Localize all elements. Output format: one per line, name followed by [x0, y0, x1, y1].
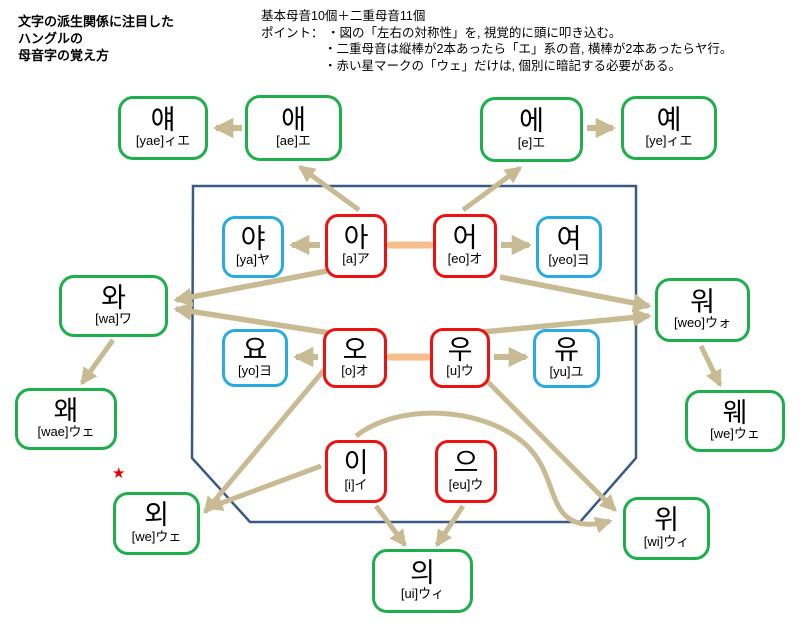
arrow-i-oe — [205, 463, 322, 511]
vowel-node-yeo: 여[yeo]ヨ — [536, 216, 602, 278]
hangul-char: 왜 — [53, 395, 79, 427]
vowel-node-wa: 와[wa]ワ — [59, 275, 168, 337]
pronunciation-label: [yo]ヨ — [238, 363, 272, 379]
pronunciation-label: [we]ウェ — [131, 528, 182, 544]
vowel-node-eo: 어[eo]オ — [433, 214, 497, 278]
hangul-char: 야 — [240, 223, 266, 255]
note-line: ・二重母音は縦棒が2本あったら「エ」系の音, 横棒が2本あったらヤ行。 — [324, 42, 733, 56]
arrow-a-ae — [297, 164, 361, 213]
hangul-char: 웨 — [722, 397, 748, 429]
hangul-char: 예 — [656, 104, 682, 136]
arrow-i-ui — [373, 504, 408, 548]
vowel-node-i: 이[i]イ — [325, 440, 387, 503]
page-title: 文字の派生関係に注目したハングルの母音字の覚え方 — [18, 13, 174, 64]
hangul-char: 의 — [410, 557, 435, 589]
vowel-node-a: 아[a]ア — [325, 214, 387, 278]
note-line: ・赤い星マークの「ウェ」だけは, 個別に暗記する必要がある。 — [324, 58, 681, 73]
vowel-node-oe: 외[we]ウェ — [113, 492, 200, 555]
hangul-char: 우 — [447, 334, 473, 366]
pronunciation-label: [eo]オ — [447, 251, 483, 267]
hangul-char: 아 — [343, 222, 369, 254]
hangul-char: 위 — [654, 505, 679, 537]
title-line: 文字の派生関係に注目した — [18, 14, 175, 29]
vowel-node-wi: 위[wi]ウィ — [623, 497, 710, 560]
hangul-char: 어 — [452, 222, 478, 254]
pronunciation-label: [a]ア — [342, 251, 370, 267]
vowel-node-yae: 얘[yae]ィエ — [118, 96, 208, 160]
pronunciation-label: [eu]ウ — [448, 476, 484, 492]
pronunciation-label: [i]イ — [344, 476, 368, 492]
arrow-wa-wae — [79, 338, 116, 386]
title-line: 母音字の覚え方 — [18, 48, 110, 63]
arrow-eo-e — [461, 165, 523, 213]
pronunciation-label: [u]ウ — [446, 363, 474, 379]
vowel-node-ye: 예[ye]ィエ — [621, 96, 717, 160]
pronunciation-label: [ya]ヤ — [236, 252, 270, 268]
note-line: ポイント： ・図の「左右の対称性」を, 視覚的に頭に叩き込む。 — [261, 25, 622, 40]
hangul-char: 와 — [101, 282, 126, 314]
vowel-node-ui: 의[ui]ウィ — [372, 549, 473, 613]
pronunciation-label: [we]ウェ — [710, 426, 760, 442]
pronunciation-label: [wa]ワ — [95, 311, 132, 327]
hangul-char: 외 — [144, 500, 169, 532]
vowel-node-weo: 워[weo]ウォ — [655, 278, 750, 342]
note-line: 基本母音10個＋二重母音11個 — [261, 9, 426, 23]
hangul-char: 오 — [342, 334, 368, 366]
pronunciation-label: [yae]ィエ — [135, 133, 191, 149]
pronunciation-label: [weo]ウォ — [673, 315, 732, 331]
arrow-o-oe — [203, 368, 326, 514]
arrow-weo-we — [698, 344, 723, 388]
vowel-node-u: 우[u]ウ — [430, 328, 490, 388]
hangul-char: 워 — [690, 286, 715, 318]
title-line: ハングルの — [18, 31, 84, 46]
vowel-node-yo: 요[yo]ヨ — [222, 329, 288, 387]
hangul-char: 유 — [554, 335, 579, 367]
hangul-char: 여 — [556, 223, 582, 255]
hangul-char: 요 — [242, 334, 268, 366]
hangul-char: 이 — [343, 448, 369, 480]
arrow-eu-ui — [434, 504, 466, 548]
pronunciation-label: [ye]ィエ — [645, 133, 693, 149]
pronunciation-label: [o]オ — [341, 363, 369, 379]
vowel-node-e: 에[e]エ — [480, 97, 583, 162]
arrow-u-wi — [482, 376, 617, 512]
hangul-char: 에 — [519, 106, 544, 138]
red-star-icon: ★ — [112, 465, 126, 482]
arrow-eo-weo — [499, 274, 652, 313]
vowel-node-we: 웨[we]ウェ — [685, 390, 785, 452]
hangul-char: 얘 — [150, 104, 176, 136]
arrow-o-wa — [173, 302, 331, 336]
notes-block: 基本母音10個＋二重母音11個ポイント： ・図の「左右の対称性」を, 視覚的に頭… — [261, 8, 732, 74]
hangul-char: 으 — [453, 448, 479, 480]
pronunciation-label: [wi]ウィ — [643, 533, 690, 549]
pronunciation-label: [e]エ — [517, 134, 546, 150]
pronunciation-label: [yu]ユ — [549, 363, 584, 379]
arrow-u-weo — [482, 308, 652, 335]
vowel-node-wae: 왜[wae]ウェ — [15, 388, 117, 450]
vowel-node-ae: 애[ae]エ — [245, 95, 342, 161]
vowel-node-eu: 으[eu]ウ — [435, 440, 497, 503]
hangul-char: 애 — [281, 104, 306, 136]
vowel-node-yu: 유[yu]ユ — [533, 329, 600, 388]
arrow-a-wa — [173, 268, 328, 307]
vowel-node-o: 오[o]オ — [323, 328, 387, 388]
vowel-node-ya: 야[ya]ヤ — [222, 216, 284, 278]
pronunciation-label: [wae]ウェ — [37, 424, 95, 440]
pronunciation-label: [ui]ウィ — [400, 586, 445, 602]
pronunciation-label: [yeo]ヨ — [548, 252, 590, 268]
arrow-i-wi — [354, 410, 613, 534]
pronunciation-label: [ae]エ — [276, 133, 311, 149]
